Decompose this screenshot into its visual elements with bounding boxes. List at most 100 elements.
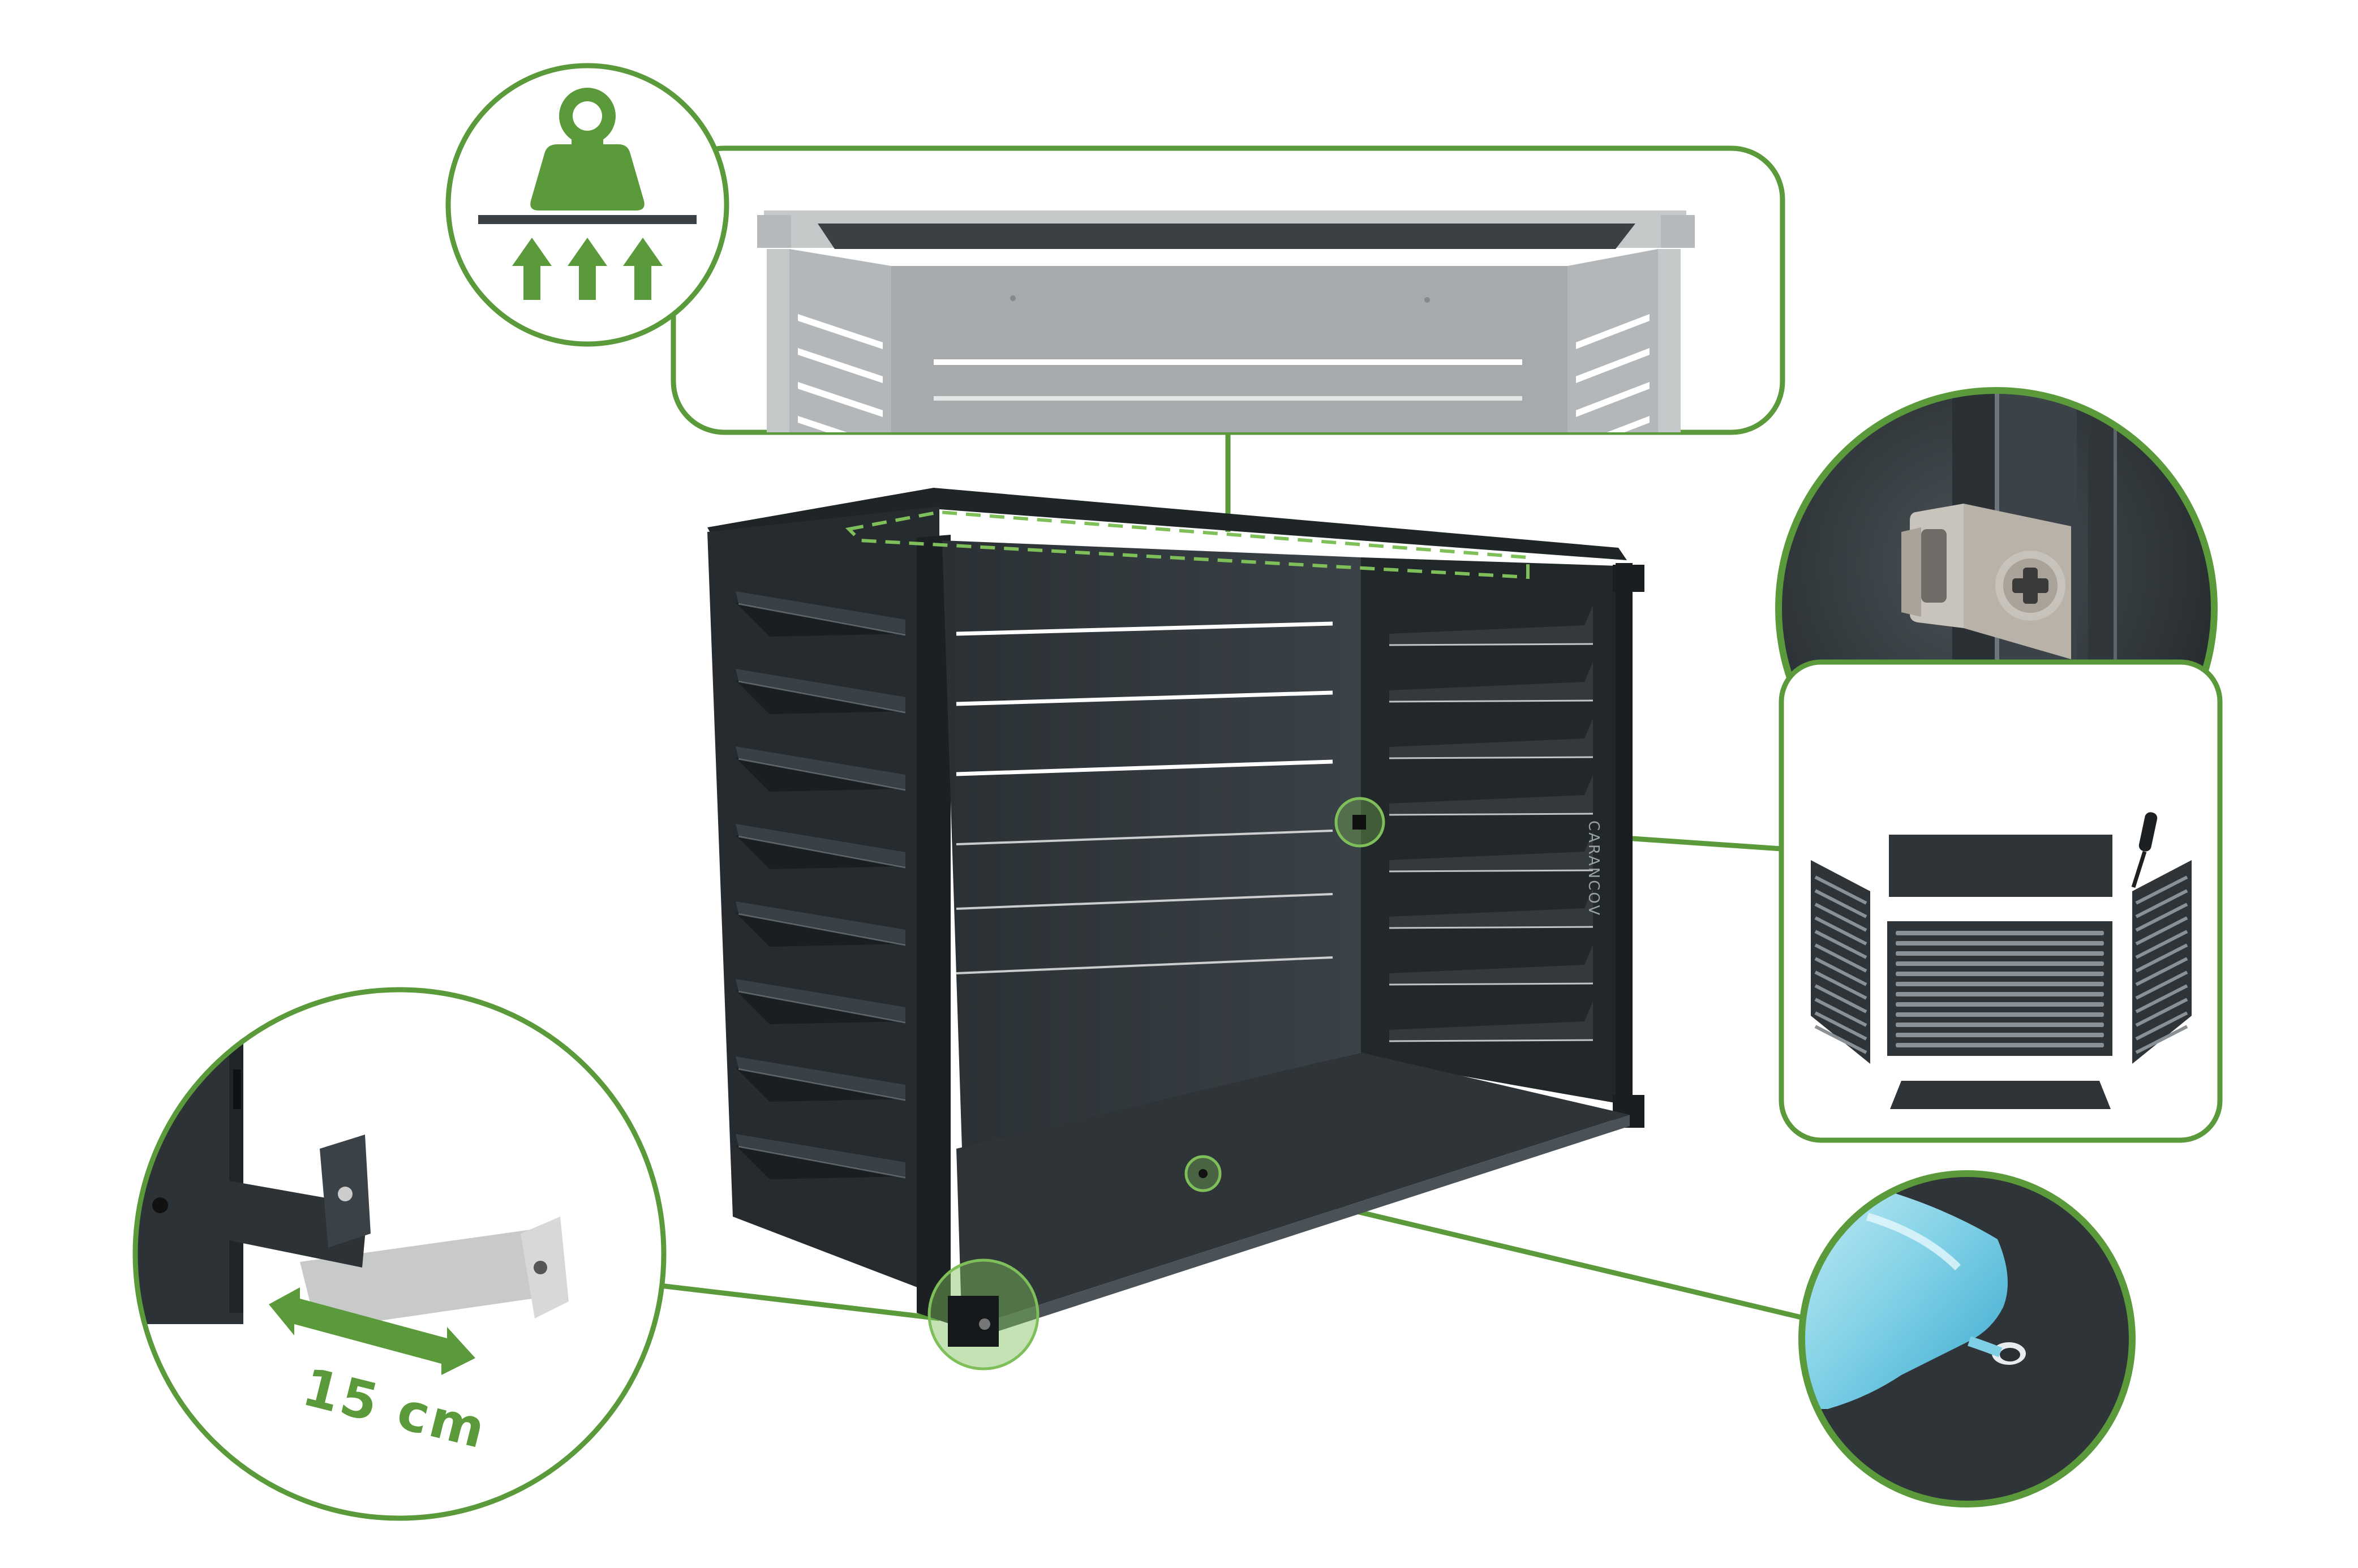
ghost-right-louver [1576,416,1650,432]
left-part-louver [1814,943,1867,973]
ghost-right-louver [1576,314,1650,349]
bracket-highlight-foot [948,1296,999,1347]
bracket-post-bolt [152,1197,168,1213]
left-louver [736,979,905,1021]
top-shelf-highlight [845,510,1530,579]
left-part-louver [1814,1011,1867,1041]
right-louver [1389,832,1593,871]
back-slot [956,830,1333,845]
left-louver [736,1056,905,1099]
box-floor-edge [962,1115,1630,1341]
back-slot [956,759,1333,776]
water-drain-callout [1798,1170,2136,1507]
left-louver-edge [738,603,906,636]
assembly-slot [1896,1002,2104,1007]
assembly-parts-callout [1779,659,2223,1143]
right-louver [1389,662,1593,702]
right-part-louver [2135,1025,2188,1054]
assembly-slot [1896,1012,2104,1017]
assembly-slot [1896,1043,2104,1047]
upward-arrows-icon [512,238,663,300]
water-drop-highlight [1866,1213,1961,1270]
bracket-post-slot [233,1069,241,1109]
back-slot [956,893,1333,910]
ghost-left-cap [757,215,791,248]
spring-clip-slot [1921,529,1947,603]
arrow-up-2 [568,238,607,300]
assembly-slot [1896,982,2104,986]
back-slot [956,621,1333,636]
right-louver [1389,1002,1593,1041]
right-louver-edge [1389,813,1594,816]
left-louver-edge [738,680,906,714]
ghost-left-louver [798,314,883,349]
spring-clip-fold [1901,527,1921,617]
right-louver [1389,888,1593,928]
left-louver-edge [738,1068,906,1101]
arrow-up-3 [623,238,663,300]
right-louver [1389,945,1593,985]
right-part-louver [2135,916,2188,946]
right-louver-edge [1389,1039,1594,1042]
right-louver [1389,719,1593,758]
right-part-louver [2135,984,2188,1013]
ghost-right-louver [1576,382,1650,417]
distance-double-arrow-icon [269,1287,475,1375]
screwdriver-icon [2131,812,2158,888]
ghost-side-louvers [798,314,1650,432]
weight-body [530,144,645,211]
ghost-screw-2 [1424,297,1430,303]
bracket-dark-hole [338,1187,353,1201]
left-part-louver [1814,1025,1867,1054]
clip-screw-torx-icon [2012,568,2048,604]
bracket-ghost-hole [534,1261,547,1274]
part-top-panel [1889,835,2112,897]
part-back-panel [1887,921,2112,1056]
load-weight-icon [530,88,645,211]
ghost-back-panel [891,266,1567,432]
ghost-slot-1 [934,359,1522,365]
back-panel-slots [956,621,1333,974]
left-louver-edge [738,990,906,1024]
assembly-slot [1896,1023,2104,1027]
assembly-slot [1896,951,2104,956]
right-louver-edge [1389,982,1594,986]
right-part-louver [2135,903,2188,932]
left-part-louver [1814,903,1867,932]
weight-load-callout [445,63,729,347]
ghost-left-louver [798,382,883,417]
water-drop-icon [1802,1174,2008,1409]
right-louver-edge [1389,926,1594,929]
assembly-slot [1896,1033,2104,1037]
right-louver [1389,605,1593,645]
assembly-slot [1896,931,2104,935]
ghost-screw-1 [1010,295,1016,301]
brand-label: CARANCOV [1585,820,1602,917]
right-panel-louvers [1389,605,1594,1042]
part-floor-panel [1890,1081,2111,1109]
top-shelf-callout [671,145,1785,435]
back-slot [956,690,1333,706]
ghost-right-post [1658,249,1681,432]
ghost-slot-2 [934,396,1522,401]
bracket-extension-callout: 15 cm [132,987,667,1521]
left-louver [736,901,905,944]
left-part-louver [1814,957,1867,986]
right-part-louver [2135,957,2188,986]
left-louver [736,1134,905,1176]
ghost-left-louver [798,416,883,432]
arrow-up-1 [512,238,552,300]
box-right-post [1616,563,1633,1115]
back-slot [956,956,1333,974]
right-louver-edge [1389,643,1594,646]
right-louver-edge [1389,699,1594,703]
drain-hole-inner [2000,1348,2020,1361]
left-part-louver [1814,916,1867,946]
ac-cover-box: CARANCOV [707,488,1644,1371]
right-louver [1389,775,1593,815]
ghost-top-shelf [818,224,1635,249]
left-part-louver [1814,970,1867,1000]
left-louver [736,669,905,711]
right-part-louver [2135,1011,2188,1041]
